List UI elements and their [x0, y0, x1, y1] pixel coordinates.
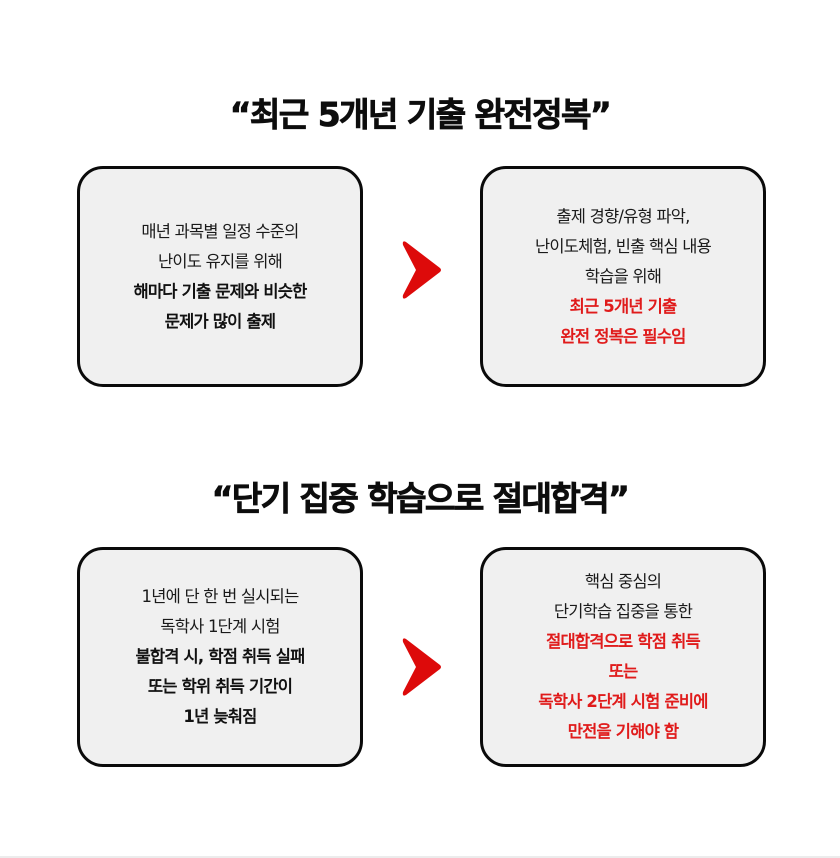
bottom-divider [0, 856, 840, 858]
card-line: 해마다 기출 문제와 비슷한 [133, 281, 307, 301]
chevron-right-icon [402, 638, 441, 696]
chevron-right-icon [402, 241, 441, 299]
card-line: 단기학습 집중을 통한 [553, 602, 693, 621]
card-line: 문제가 많이 출제 [164, 311, 276, 331]
card-line: 매년 과목별 일정 수준의 [141, 221, 299, 241]
card-line: 독학사 1단계 시험 [160, 617, 280, 636]
card-highlight-line: 절대합격으로 학점 취득 [546, 632, 701, 651]
card-line: 1년에 단 한 번 실시되는 [141, 587, 300, 606]
card-line: 1년 늦춰짐 [183, 707, 257, 726]
section-1-solution-card: 출제 경향/유형 파악, 난이도체험, 빈출 핵심 내용 학습을 위해 최근 5… [480, 166, 766, 387]
card-line: 불합격 시, 학점 취득 실패 [135, 647, 305, 666]
section-2-heading: “단기 집중 학습으로 절대합격” [211, 479, 630, 519]
card-line: 난이도체험, 빈출 핵심 내용 [535, 236, 712, 256]
card-line: 난이도 유지를 위해 [158, 251, 283, 271]
section-2-problem-card: 1년에 단 한 번 실시되는 독학사 1단계 시험 불합격 시, 학점 취득 실… [77, 547, 363, 767]
card-line: 핵심 중심의 [584, 572, 662, 591]
card-line: 출제 경향/유형 파악, [556, 206, 690, 226]
card-highlight-line: 완전 정복은 필수임 [560, 326, 687, 346]
section-2-solution-card: 핵심 중심의 단기학습 집중을 통한 절대합격으로 학점 취득 또는 독학사 2… [480, 547, 766, 767]
card-highlight-line: 만전을 기해야 함 [567, 722, 679, 741]
section-1-problem-card: 매년 과목별 일정 수준의 난이도 유지를 위해 해마다 기출 문제와 비슷한 … [77, 166, 363, 387]
card-highlight-line: 또는 [608, 662, 639, 681]
section-1-heading: “최근 5개년 기출 완전정복” [229, 95, 612, 135]
card-line: 학습을 위해 [584, 266, 662, 286]
card-line: 또는 학위 취득 기간이 [147, 677, 293, 696]
card-highlight-line: 독학사 2단계 시험 준비에 [538, 692, 708, 711]
card-highlight-line: 최근 5개년 기출 [569, 296, 678, 316]
